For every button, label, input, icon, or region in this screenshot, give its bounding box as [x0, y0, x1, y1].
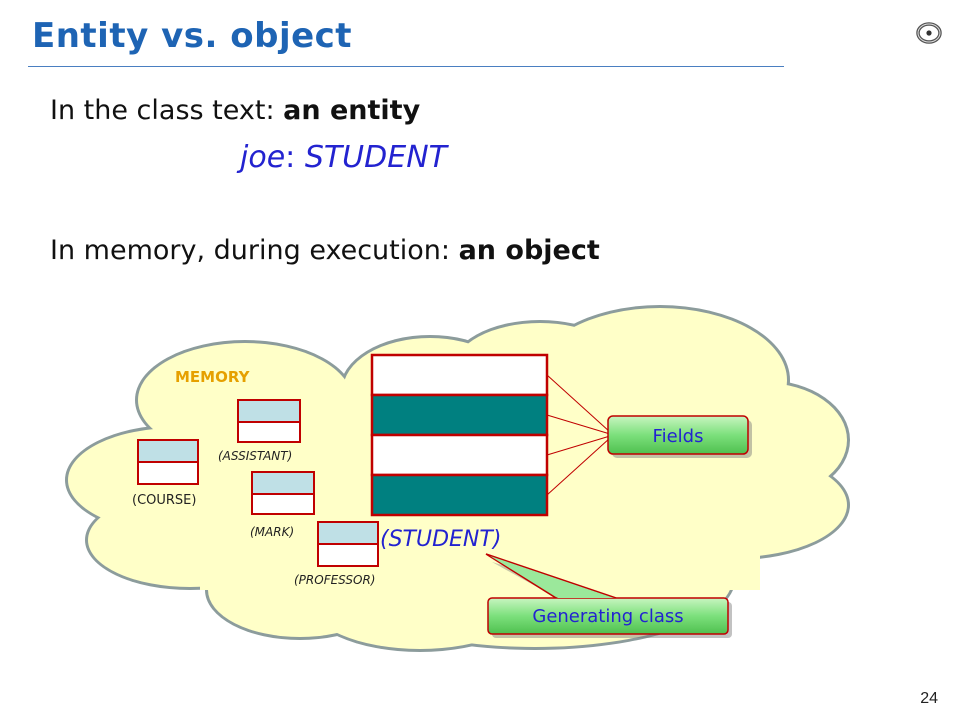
title-underline: [28, 66, 784, 67]
fields-callout: Fields: [607, 415, 752, 458]
object-professor-label: (PROFESSOR): [294, 573, 375, 587]
fields-pointers: [546, 374, 611, 496]
student-field-3: [370, 433, 549, 477]
student-object-label: (STUDENT): [380, 527, 501, 552]
object-mark-label: (MARK): [250, 525, 294, 539]
class-text-emphasis: an entity: [283, 95, 421, 126]
fields-callout-label: Fields: [653, 426, 704, 447]
object-assistant: (ASSISTANT): [218, 399, 301, 463]
student-object: [370, 353, 549, 517]
class-text-line: In the class text: an entity: [50, 95, 420, 126]
object-assistant-label: (ASSISTANT): [218, 449, 292, 463]
declaration-type: STUDENT: [304, 140, 447, 175]
entity-declaration: joe: STUDENT: [240, 140, 447, 175]
generating-class-label: Generating class: [532, 606, 683, 627]
generating-class-callout: Generating class: [485, 553, 732, 638]
memory-line-prefix: In memory, during execution:: [50, 235, 459, 266]
object-course-label: (COURSE): [132, 493, 196, 508]
eiffel-logo-icon: [916, 22, 942, 44]
declaration-separator: :: [285, 140, 305, 175]
object-course: (COURSE): [132, 439, 199, 508]
object-mark: (MARK): [250, 471, 315, 539]
object-professor: (PROFESSOR): [294, 521, 379, 587]
page-number: 24: [920, 690, 938, 707]
memory-line: In memory, during execution: an object: [50, 235, 600, 266]
student-field-4: [370, 473, 549, 517]
memory-label: MEMORY: [175, 368, 251, 386]
declaration-name: joe: [240, 140, 286, 175]
slide-title: Entity vs. object: [32, 16, 353, 56]
memory-line-emphasis: an object: [458, 235, 600, 266]
class-text-prefix: In the class text:: [50, 95, 284, 126]
student-field-1: [370, 353, 549, 397]
student-field-2: [370, 393, 549, 437]
